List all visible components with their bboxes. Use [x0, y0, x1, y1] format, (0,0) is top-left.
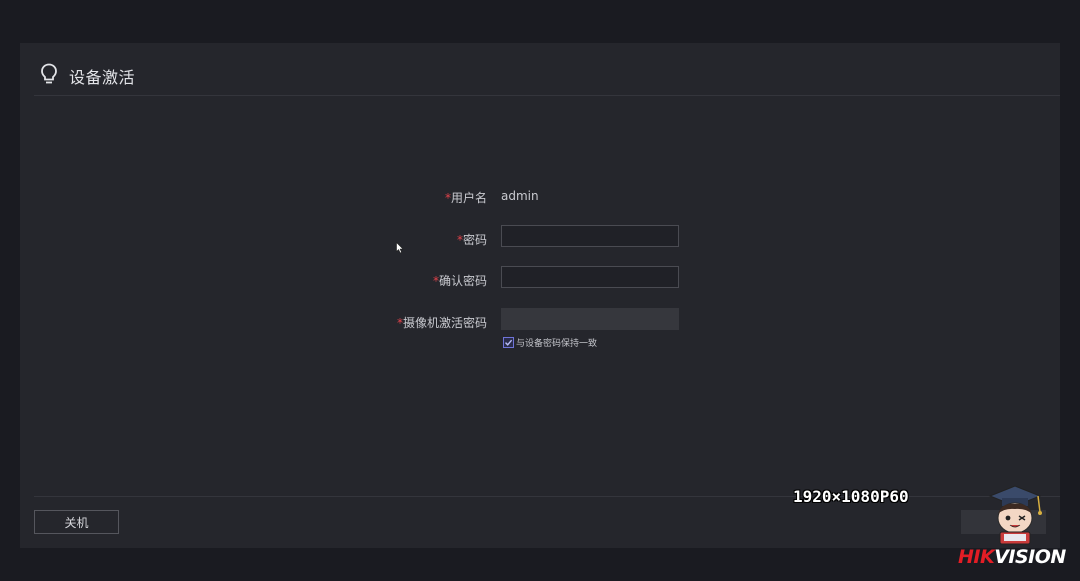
confirm-password-label-text: 确认密码 [438, 274, 487, 288]
dialog-title: 设备激活 [69, 68, 136, 87]
shutdown-button[interactable]: 关机 [34, 510, 119, 534]
username-value: admin [501, 189, 539, 203]
required-mark: * [444, 191, 451, 205]
password-label: *密码 [457, 231, 487, 248]
camera-activation-password-label-text: 摄像机激活密码 [402, 316, 487, 330]
camera-activation-password-label: *摄像机激活密码 [397, 314, 487, 331]
required-mark: * [456, 233, 463, 247]
footer-divider [34, 496, 1060, 497]
header-divider [34, 95, 1060, 96]
required-mark: * [396, 316, 403, 330]
camera-activation-password-input [501, 308, 679, 330]
activation-dialog: 设备激活 *用户名 admin *密码 *确认密码 *摄像机激活密码 与设备密码… [20, 43, 1060, 548]
brand-logo-hik: HIK [958, 546, 995, 568]
confirm-password-label: *确认密码 [433, 272, 487, 289]
dialog-header: 设备激活 [20, 43, 1060, 95]
username-label-text: 用户名 [450, 191, 487, 205]
mascot-icon [982, 478, 1048, 548]
brand-logo: HIKVISION [958, 546, 1066, 568]
username-label: *用户名 [445, 189, 487, 206]
required-mark: * [432, 274, 439, 288]
sync-password-label: 与设备密码保持一致 [516, 339, 598, 349]
password-input[interactable] [501, 225, 679, 247]
mouse-cursor-icon [396, 239, 404, 258]
brand-logo-vision: VISION [994, 546, 1066, 568]
resolution-watermark: 1920×1080P60 [793, 487, 909, 506]
check-icon [505, 339, 513, 346]
lightbulb-icon [40, 63, 58, 85]
sync-password-checkbox[interactable] [503, 337, 514, 348]
confirm-password-input[interactable] [501, 266, 679, 288]
password-label-text: 密码 [462, 233, 487, 247]
